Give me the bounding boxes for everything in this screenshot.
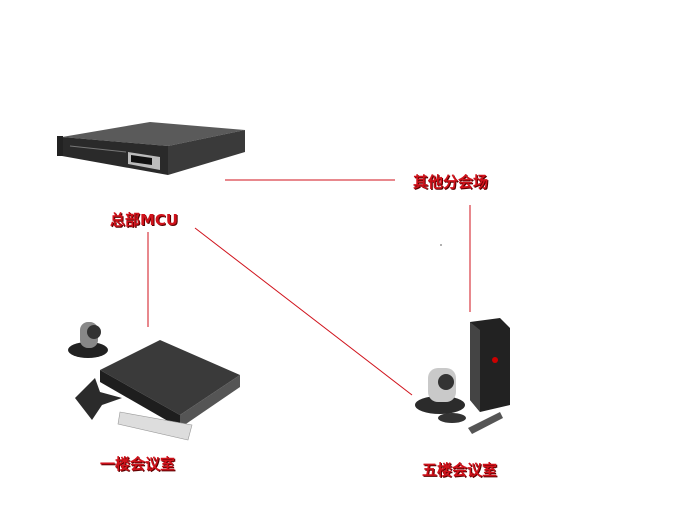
label-hq-mcu: 总部MCU xyxy=(110,211,179,229)
floor1-equipment-icon xyxy=(68,322,240,441)
label-floor5-room: 五楼会议室 xyxy=(422,461,498,479)
dot-mark xyxy=(440,244,442,246)
mcu-server-icon xyxy=(57,122,245,175)
link-mcu-floor5 xyxy=(194,227,413,396)
label-floor1-room: 一楼会议室 xyxy=(100,455,176,473)
label-other-venues: 其他分会场 xyxy=(413,173,489,191)
floor5-equipment-icon xyxy=(415,318,510,434)
